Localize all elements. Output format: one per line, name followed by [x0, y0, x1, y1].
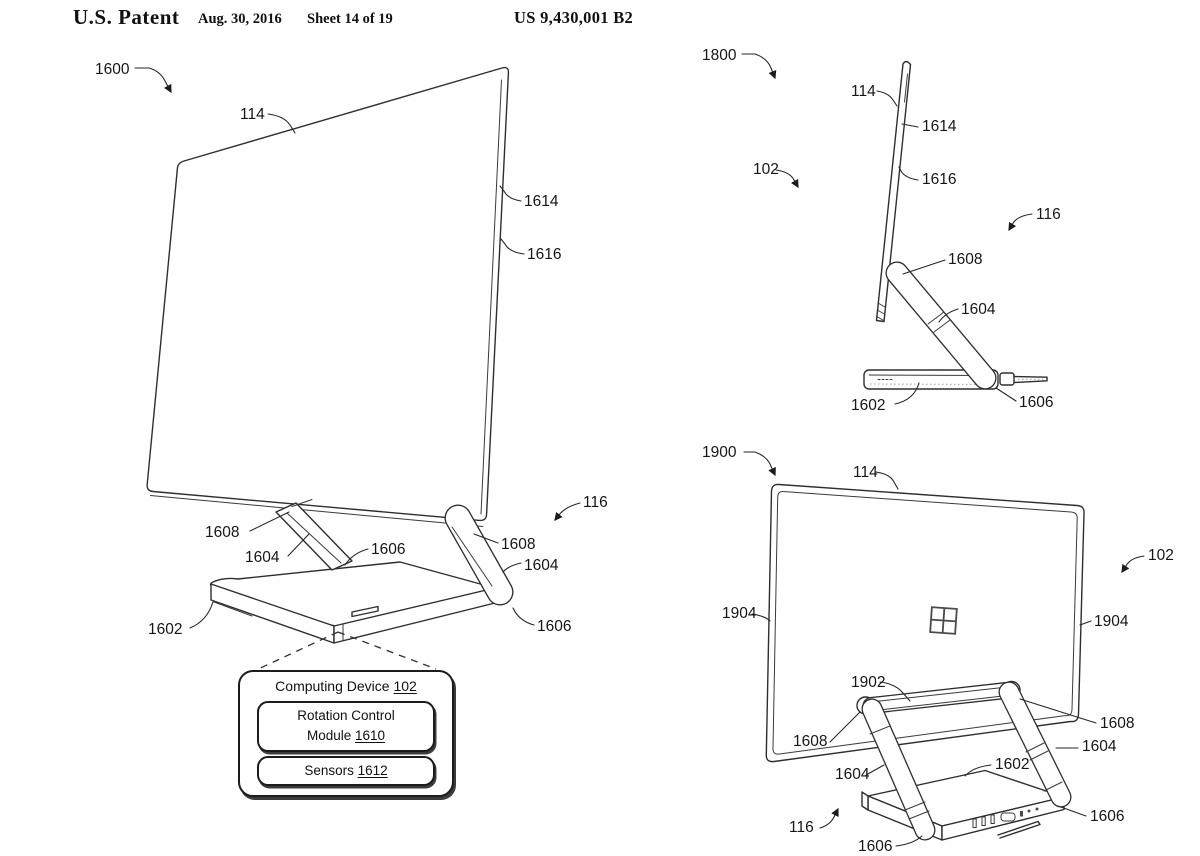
callout-sensors-ref: 1612 — [357, 763, 388, 778]
fig1800-drawing: 1800 114 1614 1616 102 116 1608 1604 160… — [702, 47, 1061, 414]
fig1900-label-hinge-left: 1608 — [793, 733, 827, 750]
rotation-control-module-box: Rotation Control Module 1610 — [257, 701, 435, 752]
fig1600-label-display-outer: 1614 — [524, 193, 559, 210]
fig1900-label-stand: 116 — [789, 819, 814, 836]
patent-header-sheet: Sheet 14 of 19 — [307, 11, 393, 27]
patent-header-number: US 9,430,001 B2 — [514, 8, 634, 27]
fig1600-label-base: 1602 — [148, 621, 182, 638]
callout-device-title: Computing Device 102 — [240, 678, 452, 694]
callout-module-word: Module — [306, 727, 352, 743]
sensors-box: Sensors 1612 — [257, 756, 435, 786]
fig1900-label-edge-left: 1904 — [722, 605, 757, 622]
fig1900-label-foot-right: 1606 — [1090, 808, 1124, 825]
fig1900-label-arm-right: 1604 — [1082, 738, 1117, 755]
fig1600-label-stand: 116 — [583, 494, 608, 511]
callout-module-line1: Rotation Control — [297, 708, 395, 723]
fig1800-ref-label: 1800 — [702, 47, 737, 64]
fig1600-label-arm-left: 1604 — [245, 549, 280, 566]
patent-header-date: Aug. 30, 2016 — [198, 11, 282, 27]
callout-module-ref: 1610 — [355, 727, 386, 743]
computing-device-callout: Computing Device 102 Rotation Control Mo… — [238, 670, 454, 797]
fig1600-label-foot-right: 1606 — [537, 618, 571, 635]
fig1800-label-display-inner: 1616 — [922, 171, 956, 188]
fig1600-label-display-inner: 1616 — [527, 246, 561, 263]
fig1800-label-arm: 1604 — [961, 301, 996, 318]
fig1900-label-crossbar: 1902 — [851, 674, 885, 691]
callout-device-ref: 102 — [393, 678, 417, 694]
fig1800-label-device: 102 — [753, 161, 779, 178]
callout-module-line2: Module 1610 — [259, 726, 433, 746]
fig1900-label-base: 1602 — [995, 756, 1029, 773]
fig1900-ref-label: 1900 — [702, 444, 737, 461]
callout-sensors-label: Sensors — [304, 763, 354, 778]
fig1600-label-hinge-right: 1608 — [501, 536, 535, 553]
fig1600-ref-label: 1600 — [95, 61, 130, 78]
patent-header-title: U.S. Patent — [73, 5, 180, 29]
fig1800-label-display-outer: 1614 — [922, 118, 957, 135]
fig1800-label-base: 1602 — [851, 397, 885, 414]
fig1900-label-arm-left: 1604 — [835, 766, 870, 783]
fig1900-label-screen: 114 — [853, 464, 878, 481]
fig1800-label-foot: 1606 — [1019, 394, 1053, 411]
fig1800-label-hinge: 1608 — [948, 251, 982, 268]
fig1800-label-stand: 116 — [1036, 206, 1061, 223]
fig1600-drawing: 1600 114 1614 1616 1608 1604 1606 1602 1… — [95, 61, 608, 672]
fig1800-label-screen: 114 — [851, 83, 876, 100]
callout-device-label: Computing Device — [275, 678, 390, 694]
fig1900-label-hinge-right: 1608 — [1100, 715, 1134, 732]
fig1600-label-arm-right: 1604 — [524, 557, 559, 574]
fig1900-label-foot-bottom: 1606 — [858, 838, 892, 855]
fig1600-label-hinge-center: 1606 — [371, 541, 405, 558]
fig1900-drawing: 1900 114 102 1904 1904 1902 1608 1608 16… — [702, 444, 1174, 855]
fig1600-label-screen: 114 — [240, 106, 265, 123]
fig1900-label-device: 102 — [1148, 547, 1174, 564]
fig1900-label-edge-right: 1904 — [1094, 613, 1129, 630]
fig1600-label-hinge-left: 1608 — [205, 524, 239, 541]
